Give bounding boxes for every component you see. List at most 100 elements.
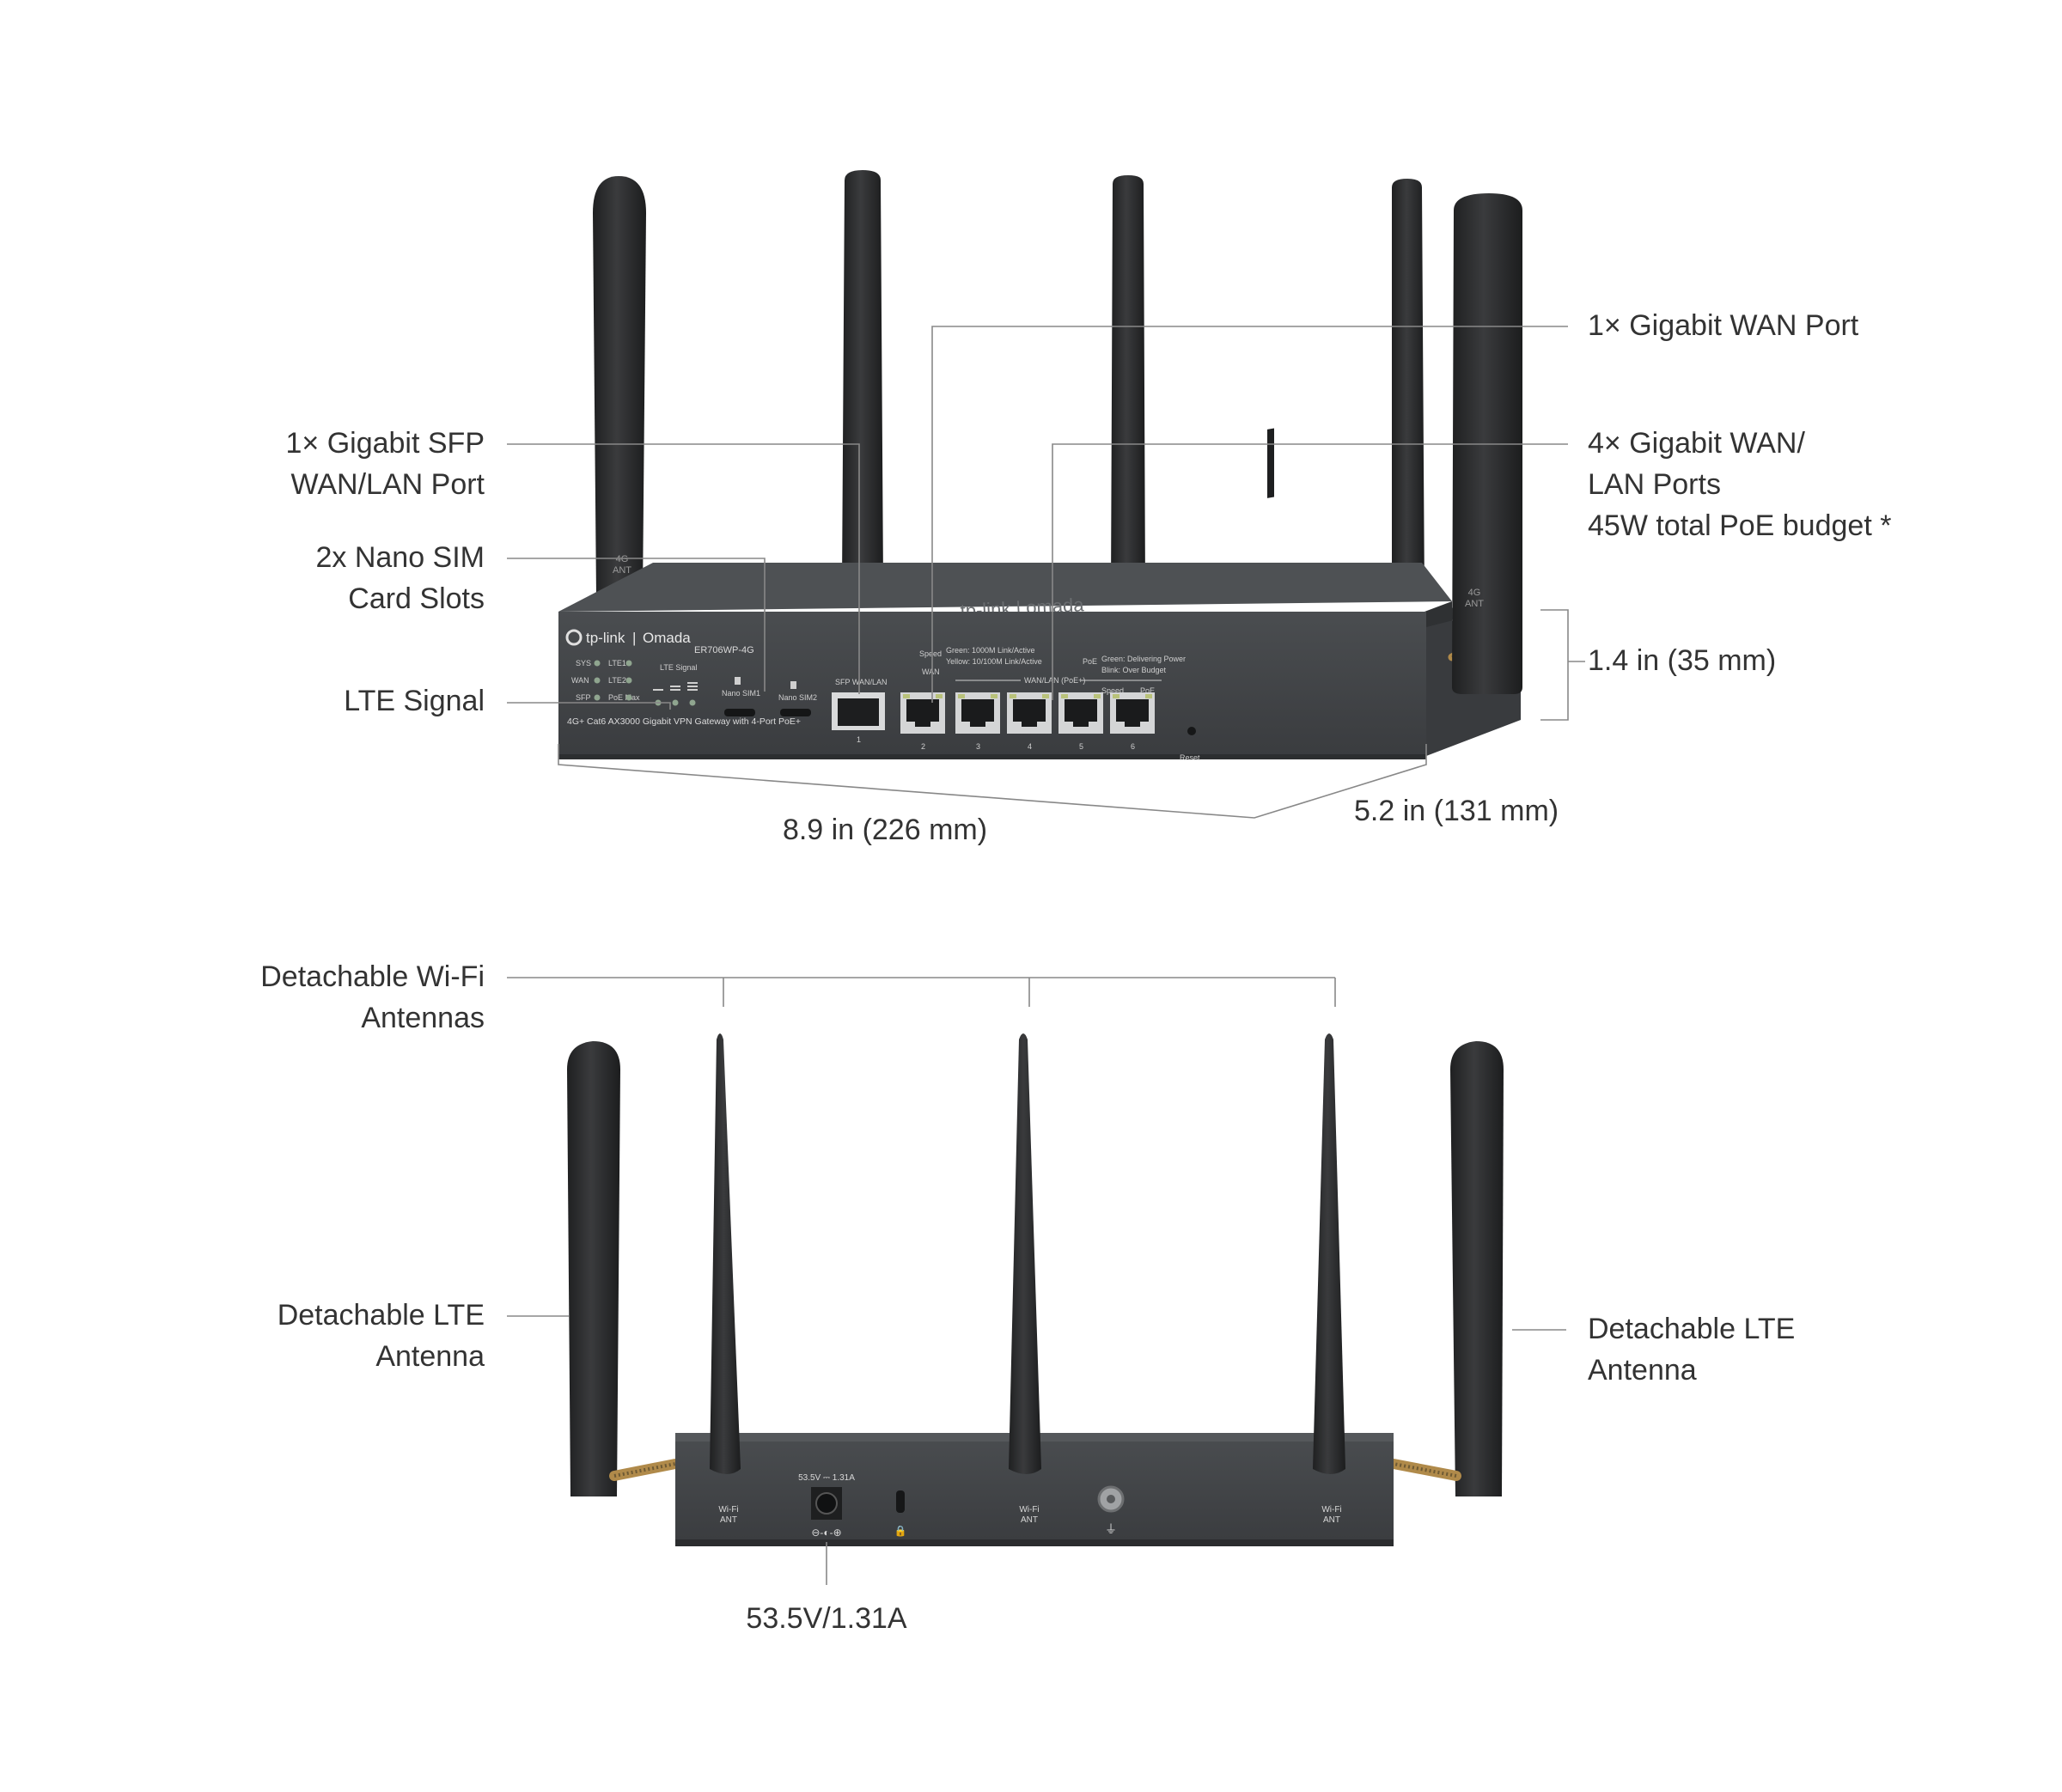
ant-label-ant-left: ANT [613, 565, 631, 576]
leader-sfp [507, 443, 860, 694]
wan-label: WAN [922, 667, 940, 676]
rear-wifi-antenna-2 [1009, 1033, 1041, 1474]
rj45-ports: 2 3 4 5 6 [900, 692, 1155, 751]
lock-icon: 🔒 [894, 1525, 907, 1537]
rear-wifi-antenna-1 [710, 1033, 741, 1474]
rear-wifi-antenna-3 [1313, 1033, 1345, 1474]
led-label-lte2: LTE2 [608, 676, 626, 685]
legend-poe-line2: Blink: Over Budget [1101, 666, 1167, 674]
callout-lte-antenna-left: Detachable LTE Antenna [277, 1299, 485, 1373]
wifi-ant-label-3b: ANT [1323, 1515, 1340, 1525]
rj45-port: 4 [1007, 692, 1052, 751]
ant-label-4g-right: 4G [1468, 588, 1481, 598]
front-lte-antenna-left [593, 176, 646, 597]
callout-sfp: 1× Gigabit SFP WAN/LAN Port [285, 427, 485, 501]
ground-icon: ⏚ [1105, 1522, 1117, 1536]
legend-speed-line1: Green: 1000M Link/Active [946, 646, 1035, 655]
callout-lan: 4× Gigabit WAN/ LAN Ports 45W total PoE … [1588, 427, 1892, 542]
callout-wan: 1× Gigabit WAN Port [1588, 309, 1859, 342]
speed-short-label: Speed [1101, 686, 1124, 695]
rear-lte-antenna-right [1388, 1041, 1504, 1496]
sim2-label: Nano SIM2 [778, 693, 817, 702]
led-label-sfp: SFP [576, 693, 591, 702]
callout-height: 1.4 in (35 mm) [1588, 644, 1777, 677]
rj45-port: 6 [1110, 692, 1155, 751]
callout-lte-signal: LTE Signal [344, 685, 485, 717]
front-antennas: 4G ANT [593, 170, 1424, 601]
rear-wifi-antennas [710, 1033, 1345, 1474]
front-wifi-antenna-2 [1111, 175, 1145, 593]
ant-label-4g-left: 4G [616, 554, 629, 564]
wifi-ant-label-1b: ANT [720, 1515, 737, 1525]
led-label-wan: WAN [571, 676, 589, 685]
rj45-port: 5 [1058, 692, 1103, 751]
port-led-legend: Speed Green: 1000M Link/Active Yellow: 1… [919, 646, 1186, 695]
sim1-icon [735, 677, 741, 685]
port-number: 2 [921, 742, 925, 751]
port-number: 5 [1079, 742, 1083, 751]
polarity-icon: ⊖-◐-⊕ [811, 1527, 841, 1539]
rear-view: Wi-Fi ANT Wi-Fi ANT Wi-Fi ANT 53.5V ⎓ 1.… [507, 977, 1566, 1585]
rj45-port: 2 [900, 692, 945, 751]
rear-lte-antenna-left [567, 1041, 680, 1496]
sim1-label: Nano SIM1 [722, 689, 760, 698]
front-branding: tp-link | Omada ER706WP-4G [565, 629, 754, 655]
callout-depth: 5.2 in (131 mm) [1354, 795, 1559, 827]
brand-logo: tp-link [586, 630, 625, 646]
sfp-port: SFP WAN/LAN 1 [832, 678, 888, 744]
model-number: ER706WP-4G [694, 645, 754, 655]
led-label-poe-max: PoE Max [608, 693, 640, 702]
device-subtitle: 4G+ Cat6 AX3000 Gigabit VPN Gateway with… [567, 716, 801, 727]
side-vents [1267, 428, 1274, 498]
front-wifi-antenna-1 [842, 170, 883, 584]
wifi-ant-label-3a: Wi-Fi [1321, 1505, 1341, 1515]
wifi-ant-label-2b: ANT [1021, 1515, 1038, 1525]
wifi-ant-label-2a: Wi-Fi [1019, 1505, 1039, 1515]
reset-button [1187, 727, 1196, 735]
dim-width [558, 744, 1427, 819]
leader-sim [507, 558, 766, 692]
wifi-ant-label-1a: Wi-Fi [718, 1505, 738, 1515]
sfp-label: SFP WAN/LAN [835, 678, 888, 686]
poe-short-label: PoE [1140, 686, 1155, 695]
callout-sim: 2x Nano SIM Card Slots [315, 541, 485, 615]
port-number: 6 [1131, 742, 1135, 751]
svg-text:|: | [632, 630, 636, 646]
callout-wifi-antennas: Detachable Wi-Fi Antennas [260, 960, 485, 1034]
sim2-slot [780, 709, 811, 716]
port-number-1: 1 [857, 735, 861, 744]
tplink-logo-icon [565, 629, 583, 646]
front-wifi-antenna-3 [1392, 179, 1424, 601]
sim2-icon [790, 681, 796, 689]
legend-poe-title: PoE [1083, 657, 1097, 666]
reset-label: Reset [1180, 753, 1200, 762]
sim-slots: Nano SIM1 Nano SIM2 [722, 677, 817, 716]
port-number: 3 [976, 742, 980, 751]
front-leader-lines [507, 326, 1585, 819]
callout-width: 8.9 in (226 mm) [782, 814, 988, 846]
kensington-lock-slot [896, 1490, 905, 1513]
leader-wan [931, 326, 1568, 703]
power-jack: 53.5V ⎓ 1.31A ⊖-◐-⊕ [798, 1473, 855, 1539]
callout-power: 53.5V/1.31A [746, 1602, 907, 1635]
led-label-sys: SYS [576, 659, 591, 667]
led-label-lte1: LTE1 [608, 659, 626, 667]
front-view: 4G ANT tp-link | omada tp [507, 170, 1585, 819]
rj45-port: 3 [955, 692, 1000, 751]
sim1-slot [724, 709, 755, 716]
legend-poe-line1: Green: Delivering Power [1101, 655, 1186, 663]
led-label-lte-signal: LTE Signal [660, 663, 697, 672]
port-number: 4 [1028, 742, 1032, 751]
ant-label-ant-right: ANT [1465, 599, 1484, 609]
legend-speed-title: Speed [919, 649, 942, 658]
power-rating-label: 53.5V ⎓ 1.31A [798, 1473, 855, 1483]
legend-speed-line2: Yellow: 10/100M Link/Active [946, 657, 1042, 666]
rear-leader-lines [507, 977, 1566, 1585]
led-panel: SYS WAN SFP LTE1 LTE2 PoE Max LTE Signal [571, 659, 698, 706]
brand-product-line: Omada [643, 630, 691, 646]
leader-lte-signal [507, 702, 671, 710]
wan-lan-poe-label: WAN/LAN (PoE+) [1024, 676, 1085, 685]
callout-lte-antenna-right: Detachable LTE Antenna [1588, 1313, 1796, 1387]
dim-height [1540, 609, 1569, 721]
